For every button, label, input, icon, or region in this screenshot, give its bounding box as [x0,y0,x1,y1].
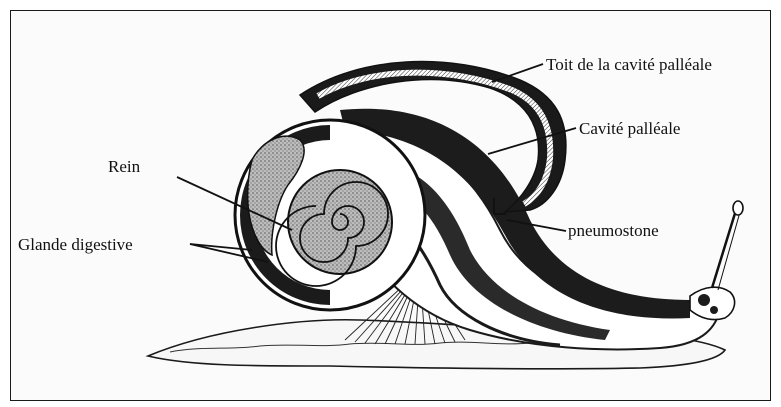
label-glande: Glande digestive [18,235,133,254]
tentacle [712,210,736,288]
label-pneumostone: pneumostone [568,221,659,240]
head-organ-1 [698,294,710,306]
tentacle-eye [733,201,743,215]
label-cavite: Cavité palléale [579,119,680,138]
label-toit: Toit de la cavité palléale [546,55,712,74]
label-rein: Rein [108,157,141,176]
head-organ-2 [710,306,718,314]
snail-head [690,287,735,319]
tentacle-inner [718,212,740,290]
